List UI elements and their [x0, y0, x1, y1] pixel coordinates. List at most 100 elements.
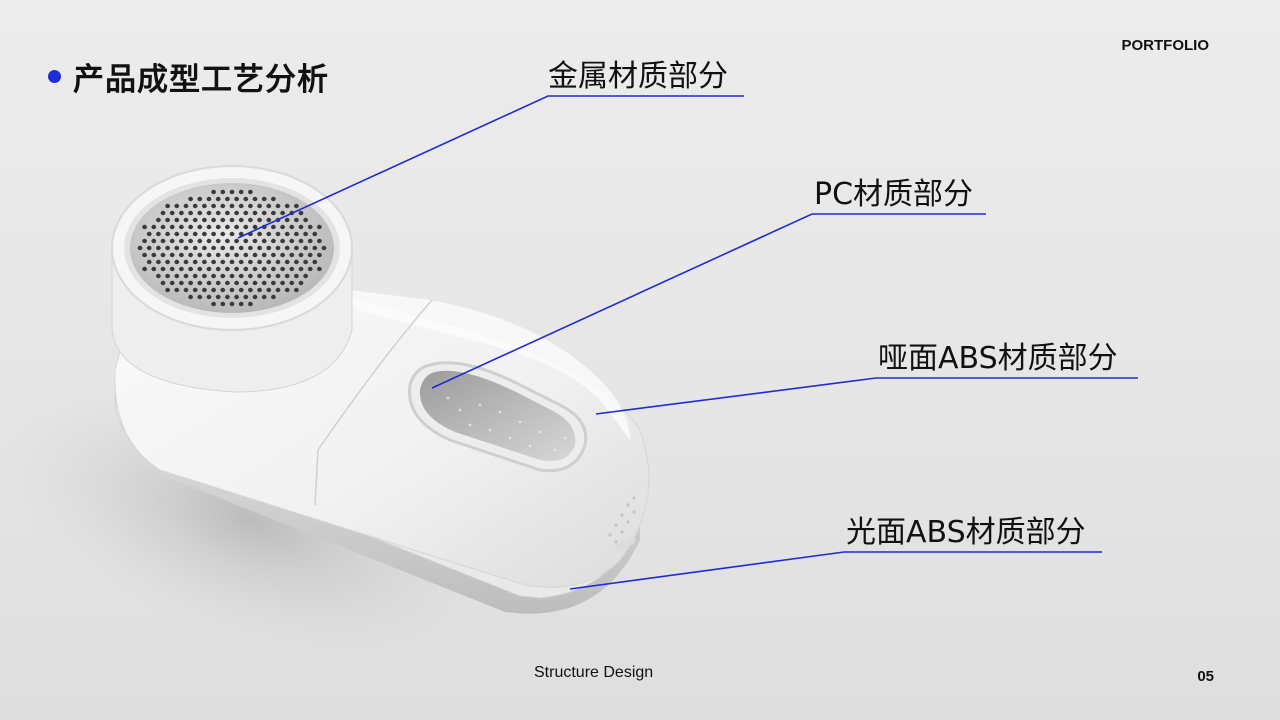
grille-hole [174, 203, 180, 209]
grille-hole [271, 224, 276, 230]
grille-hole [179, 266, 184, 272]
grille-hole [202, 203, 207, 209]
grille-hole [243, 294, 249, 300]
grille-hole [294, 231, 299, 237]
grille-hole [284, 273, 290, 279]
grille-hole [183, 273, 189, 279]
grille-hole [215, 196, 221, 202]
grille-hole [266, 217, 272, 223]
grille-hole [160, 252, 166, 258]
grille-hole [206, 280, 212, 286]
grille-hole [220, 301, 226, 307]
grille-hole [202, 259, 207, 265]
grille-hole [211, 203, 217, 209]
grille-hole [206, 294, 212, 300]
side-vent [608, 496, 636, 544]
grille-hole [225, 196, 230, 202]
grille-hole [192, 273, 198, 279]
grille-hole [197, 266, 203, 272]
grille-hole [220, 287, 226, 293]
grille-hole [266, 203, 272, 209]
grille-hole [220, 273, 226, 279]
grille-hole [220, 231, 226, 237]
grille-hole [257, 273, 262, 279]
grille-hole [174, 287, 180, 293]
grille-hole [261, 196, 267, 202]
grille-hole [280, 238, 285, 244]
grille-hole [261, 252, 267, 258]
grille-hole [192, 203, 198, 209]
grille-hole [165, 203, 171, 209]
grille-hole [234, 266, 240, 272]
grille-hole [257, 245, 262, 251]
grille-hole [238, 301, 244, 307]
grille-hole [243, 266, 249, 272]
grille-hole [151, 238, 157, 244]
grille-hole [160, 210, 166, 216]
grille-hole [307, 252, 313, 258]
grille-hole [165, 287, 171, 293]
grille-hole [289, 224, 295, 230]
grille-hole [298, 280, 304, 286]
grille-hole [266, 259, 272, 265]
grille-hole [156, 217, 161, 223]
grille-hole [252, 252, 258, 258]
grille-hole [215, 252, 221, 258]
grille-hole [280, 210, 285, 216]
grille-hole [220, 217, 226, 223]
grille-hole [234, 280, 240, 286]
grille-hole [317, 252, 322, 258]
page-number: 05 [1197, 668, 1214, 685]
grille-hole [243, 252, 249, 258]
grille-hole [160, 238, 166, 244]
grille-hole [238, 189, 244, 195]
grille-hole [142, 252, 148, 258]
grille-hole [179, 252, 184, 258]
grille-hole [257, 231, 262, 237]
grille-hole [160, 224, 166, 230]
grille-hole [188, 224, 194, 230]
grille-hole [215, 294, 221, 300]
grille-hole [321, 245, 327, 251]
grille-hole [317, 238, 322, 244]
grille-hole [229, 301, 235, 307]
grille-hole [220, 203, 226, 209]
grille-hole [238, 259, 244, 265]
grille-hole [312, 231, 318, 237]
grille-hole [289, 266, 295, 272]
callout-leader-pc [431, 213, 986, 389]
grille-hole [169, 210, 175, 216]
grille-hole [165, 273, 171, 279]
grille-hole [248, 287, 253, 293]
grille-hole [215, 224, 221, 230]
grille-hole [192, 287, 198, 293]
grille-hole [197, 224, 203, 230]
grille-hole [280, 280, 285, 286]
grille-hole [156, 259, 161, 265]
grille-hole [165, 217, 171, 223]
grille-hole [238, 231, 244, 237]
grille-hole [248, 273, 253, 279]
grille-hole [234, 238, 240, 244]
grille-hole [261, 266, 267, 272]
grille-hole [229, 189, 235, 195]
grille-hole [202, 231, 207, 237]
grille-hole [238, 273, 244, 279]
grille-hole [220, 259, 226, 265]
grille-hole [179, 210, 184, 216]
grille-hole [225, 266, 230, 272]
grille-hole [151, 266, 157, 272]
grille-hole [257, 287, 262, 293]
grille-hole [266, 231, 272, 237]
grille-hole [275, 231, 281, 237]
grille-hole [307, 238, 313, 244]
grille-hole [252, 196, 258, 202]
grille-hole [211, 231, 217, 237]
grille-hole [160, 280, 166, 286]
grille-hole [271, 252, 276, 258]
grille-hole [317, 266, 322, 272]
grille-hole [142, 224, 148, 230]
grille-hole [146, 231, 152, 237]
grille-hole [174, 245, 180, 251]
grille-hole [284, 203, 290, 209]
